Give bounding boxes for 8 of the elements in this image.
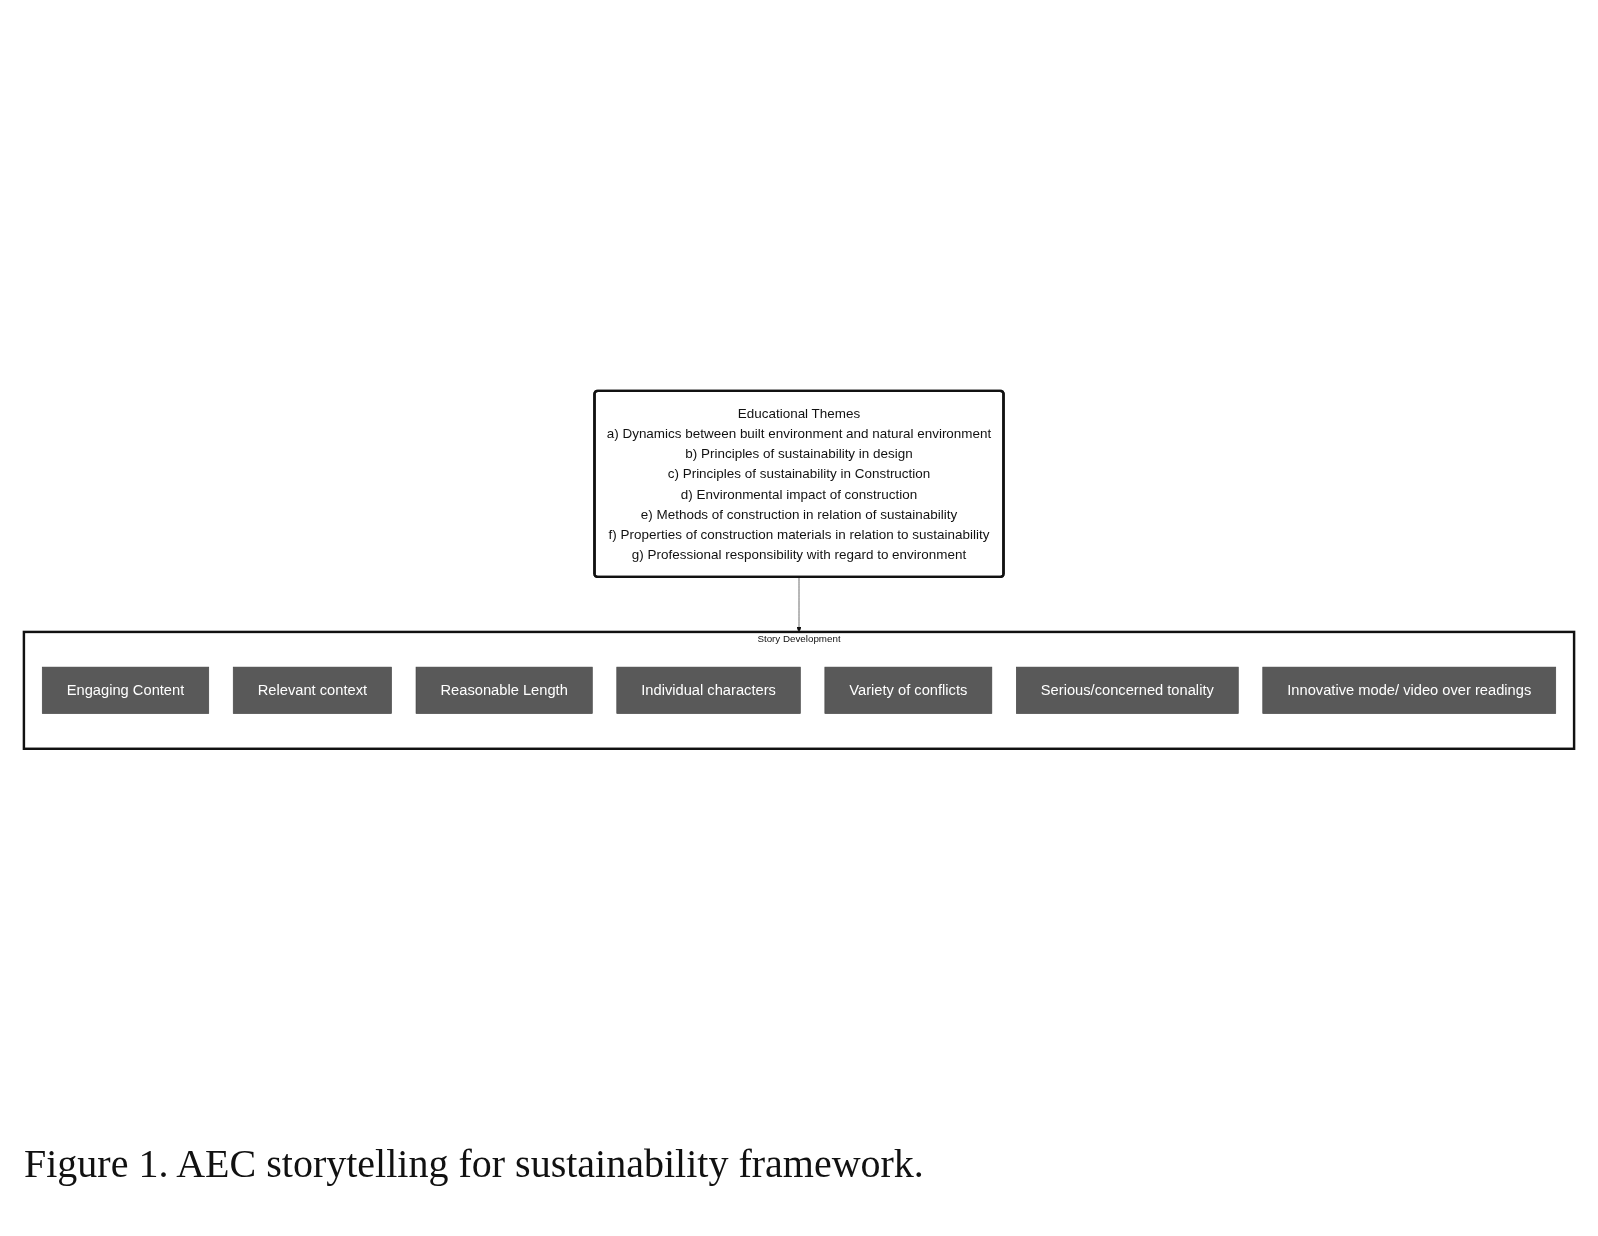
figure-caption: Figure 1. AEC storytelling for sustainability framework. [24,1140,925,1187]
node-box: Reasonable Length [415,666,593,715]
node-box: Serious/concerned tonality [1016,666,1239,715]
node-box: Innovative mode/ video over readings [1262,666,1557,715]
node-box: Relevant context [232,666,392,715]
node-box: Engaging Content [41,666,210,715]
node-box: Variety of conflicts [824,666,993,715]
node-box: Individual characters [616,666,801,715]
